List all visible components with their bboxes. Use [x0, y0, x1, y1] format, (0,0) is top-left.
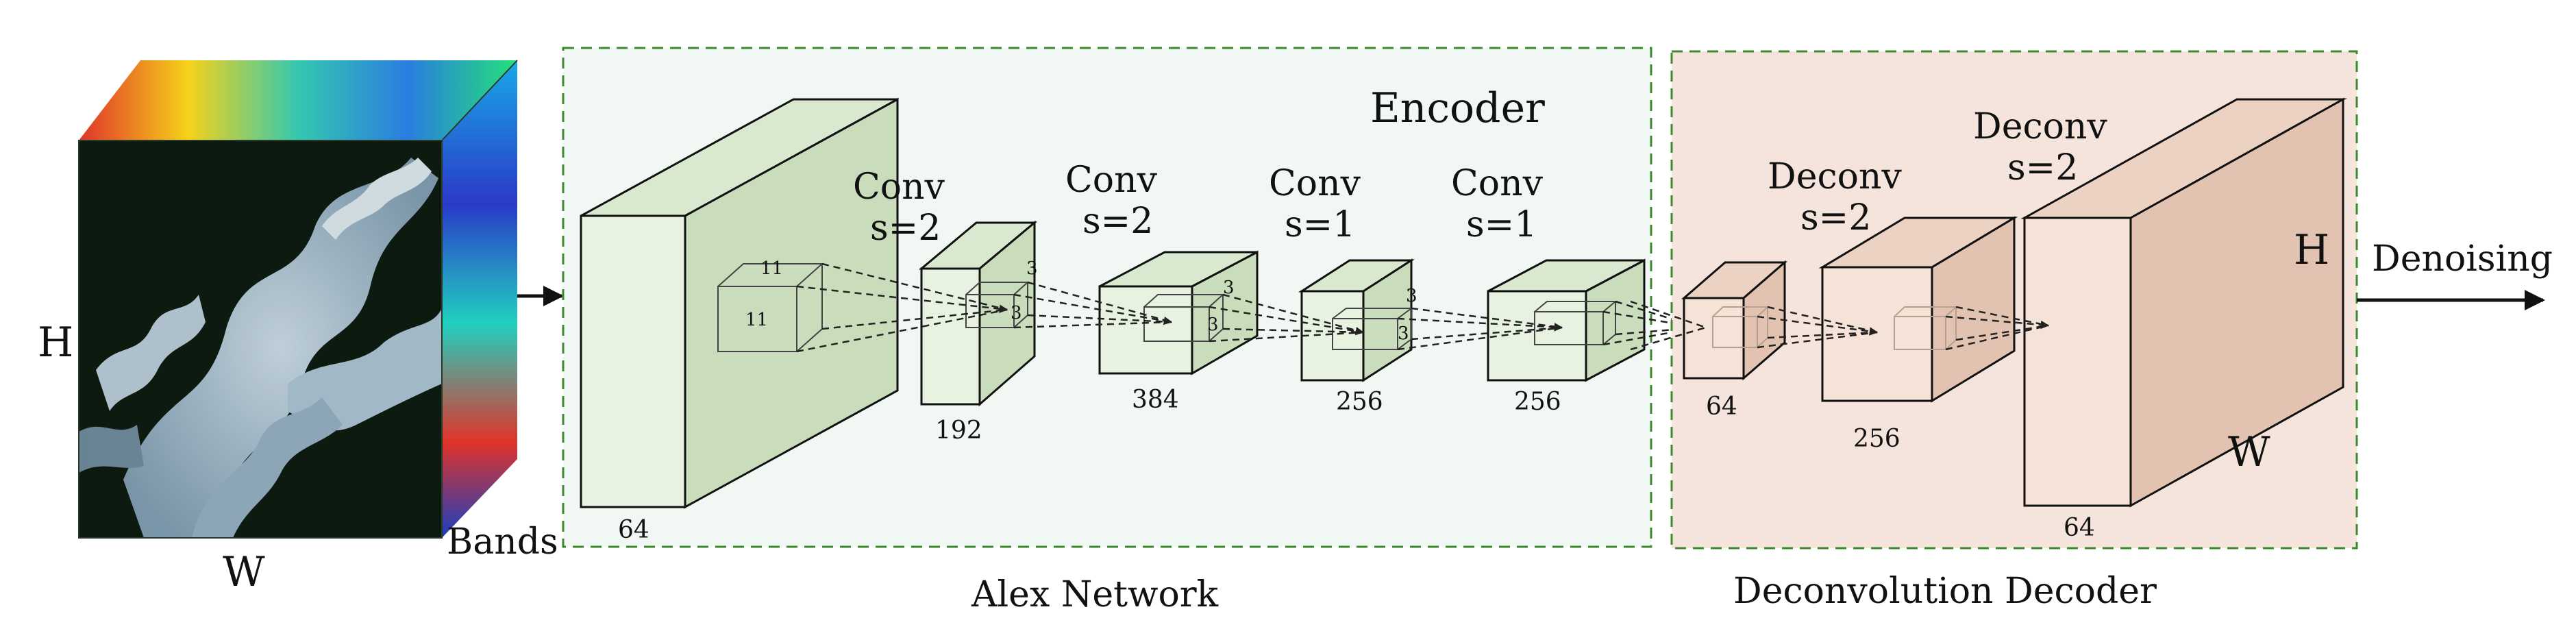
- kernel-3-c: 3: [1223, 278, 1235, 298]
- input-h-label: H: [38, 319, 73, 367]
- encoder-block-3-op: Conv: [1065, 160, 1158, 201]
- encoder-caption: Alex Network: [971, 574, 1219, 615]
- encoder-block-3-stride: s=2: [1082, 201, 1153, 242]
- encoder-block-4-depth: 256: [1336, 388, 1383, 416]
- encoder-block-3-depth: 384: [1132, 386, 1179, 414]
- encoder-projection-lines: [796, 262, 1700, 353]
- output-label: Denoising: [2372, 238, 2553, 280]
- decoder-output-h: H: [2294, 226, 2329, 274]
- encoder-block-5-op: Conv: [1451, 163, 1544, 204]
- encoder-block-2-stride: s=2: [870, 208, 941, 249]
- decoder-block-2-stride: s=2: [1800, 197, 1871, 238]
- decoder-block-3-op: Deconv: [1973, 106, 2107, 147]
- decoder-block-2-depth: 256: [1853, 425, 1900, 453]
- kernel-3-e: 3: [1406, 286, 1417, 306]
- decoder-block-3: Deconv s=2 H W 64: [1973, 97, 2347, 542]
- decoder-block-2-op: Deconv: [1768, 156, 1902, 197]
- encoder-block-2-depth: 192: [935, 417, 982, 445]
- input-bands-label: Bands: [447, 521, 558, 563]
- encoder-block-1: 11 11 64: [580, 97, 899, 544]
- input-cube-image-texture: [79, 158, 442, 538]
- input-cube: H W Bands: [38, 60, 558, 596]
- encoder-block-1-depth: 64: [618, 516, 649, 544]
- encoder-block-2: 3 3 Conv s=2 192: [853, 166, 1038, 445]
- encoder-block-4-op: Conv: [1269, 163, 1361, 204]
- decoder-block-3-depth: 64: [2064, 514, 2095, 542]
- decoder-output-w: W: [2228, 428, 2270, 476]
- encoder-block-4-stride: s=1: [1285, 204, 1355, 245]
- input-cube-top: [79, 60, 517, 140]
- input-cube-edges: [78, 60, 518, 539]
- encoder-block-5-depth: 256: [1514, 388, 1561, 416]
- decoder-block-3-stride: s=2: [2007, 147, 2078, 188]
- kernel-3-d: 3: [1207, 314, 1219, 335]
- encoder-block-3: 3 3 Conv s=2 384: [1065, 160, 1259, 414]
- encoder-title: Encoder: [1370, 84, 1545, 132]
- encoder-block-5: Conv s=1 256: [1451, 163, 1646, 416]
- decoder-block-1: 64: [1681, 260, 1788, 421]
- kernel-11-a: 11: [760, 258, 783, 279]
- kernel-11-b: 11: [745, 310, 768, 330]
- input-cube-side: [442, 60, 517, 538]
- encoder-block-4: 3 3 Conv s=1 256: [1269, 163, 1417, 416]
- kernel-3-b: 3: [1011, 303, 1022, 323]
- decoder-caption: Deconvolution Decoder: [1733, 571, 2157, 612]
- encoder-block-5-stride: s=1: [1466, 204, 1537, 245]
- input-w-label: W: [223, 548, 265, 596]
- decoder-projection-lines: [1630, 300, 2050, 351]
- kernel-3-a: 3: [1026, 258, 1038, 279]
- kernel-3-f: 3: [1398, 323, 1409, 344]
- encoder-block-2-op: Conv: [853, 166, 945, 208]
- decoder-block-1-depth: 64: [1706, 393, 1737, 421]
